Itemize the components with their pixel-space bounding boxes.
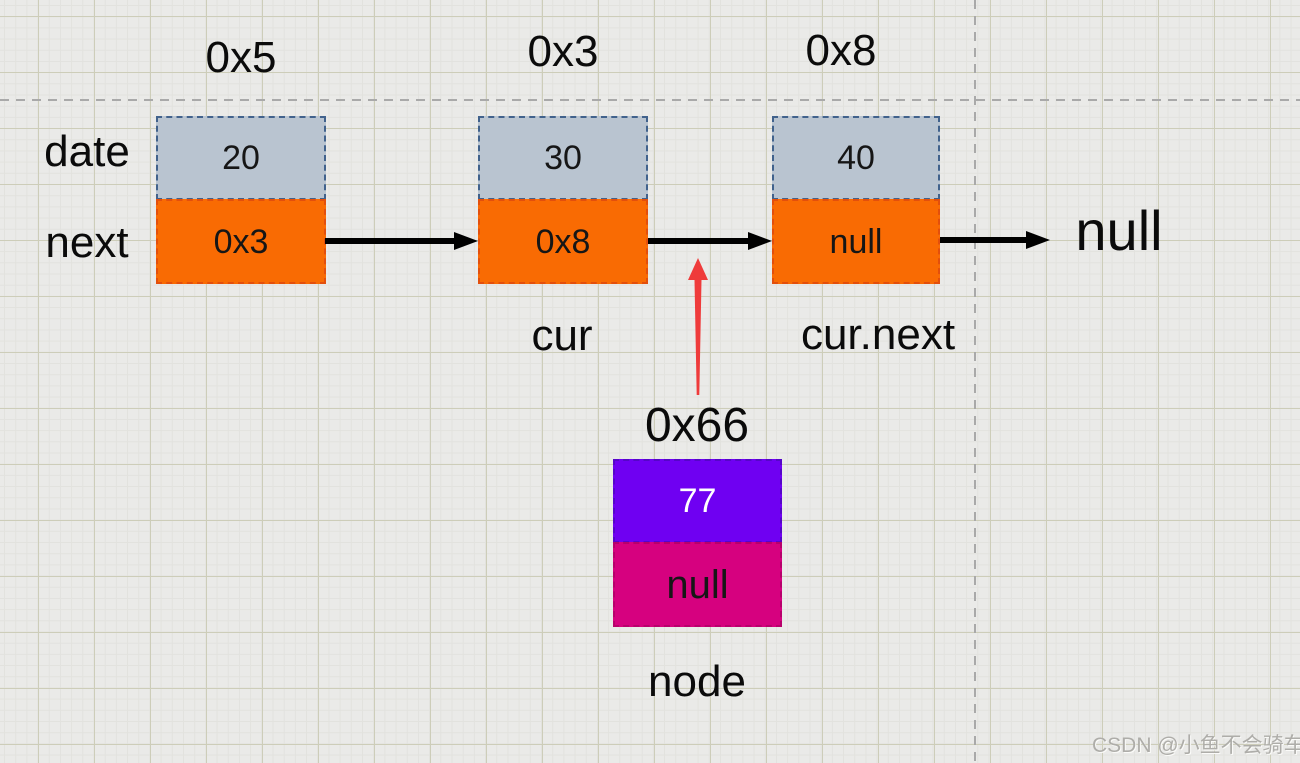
link-arrow-node1-to-node2 [325, 232, 478, 250]
link-arrow-node3-to-null [940, 231, 1050, 249]
next-cell-new-node: null [613, 542, 782, 627]
list-node-0x8: 40 null [772, 116, 940, 284]
link-arrow-node2-to-node3 [648, 232, 772, 250]
field-label-next: next [45, 218, 129, 267]
data-cell-node2: 30 [478, 116, 648, 200]
next-cell-node3: null [772, 199, 940, 284]
next-cell-node2: 0x8 [478, 199, 648, 284]
address-label-node2: 0x3 [527, 27, 599, 76]
data-cell-node3: 40 [772, 116, 940, 200]
insert-position-arrow [688, 258, 708, 395]
new-node-name-label: node [648, 657, 746, 706]
next-cell-node1: 0x3 [156, 199, 326, 284]
address-label-node1: 0x5 [205, 33, 277, 82]
cur-pointer-label: cur [531, 311, 593, 360]
field-label-data: date [44, 127, 130, 176]
tail-null-label: null [1075, 199, 1163, 262]
new-node-0x66: 77 null [613, 459, 782, 627]
csdn-watermark: CSDN @小鱼不会骑车 [1092, 734, 1300, 757]
address-label-new-node: 0x66 [644, 399, 750, 452]
list-node-0x3: 30 0x8 [478, 116, 648, 284]
vertical-dashed-guide [974, 0, 976, 763]
address-label-node3: 0x8 [805, 26, 877, 75]
cur-next-pointer-label: cur.next [800, 310, 956, 359]
data-cell-new-node: 77 [613, 459, 782, 543]
horizontal-dashed-guide [0, 99, 1300, 101]
list-node-0x5: 20 0x3 [156, 116, 326, 284]
data-cell-node1: 20 [156, 116, 326, 200]
